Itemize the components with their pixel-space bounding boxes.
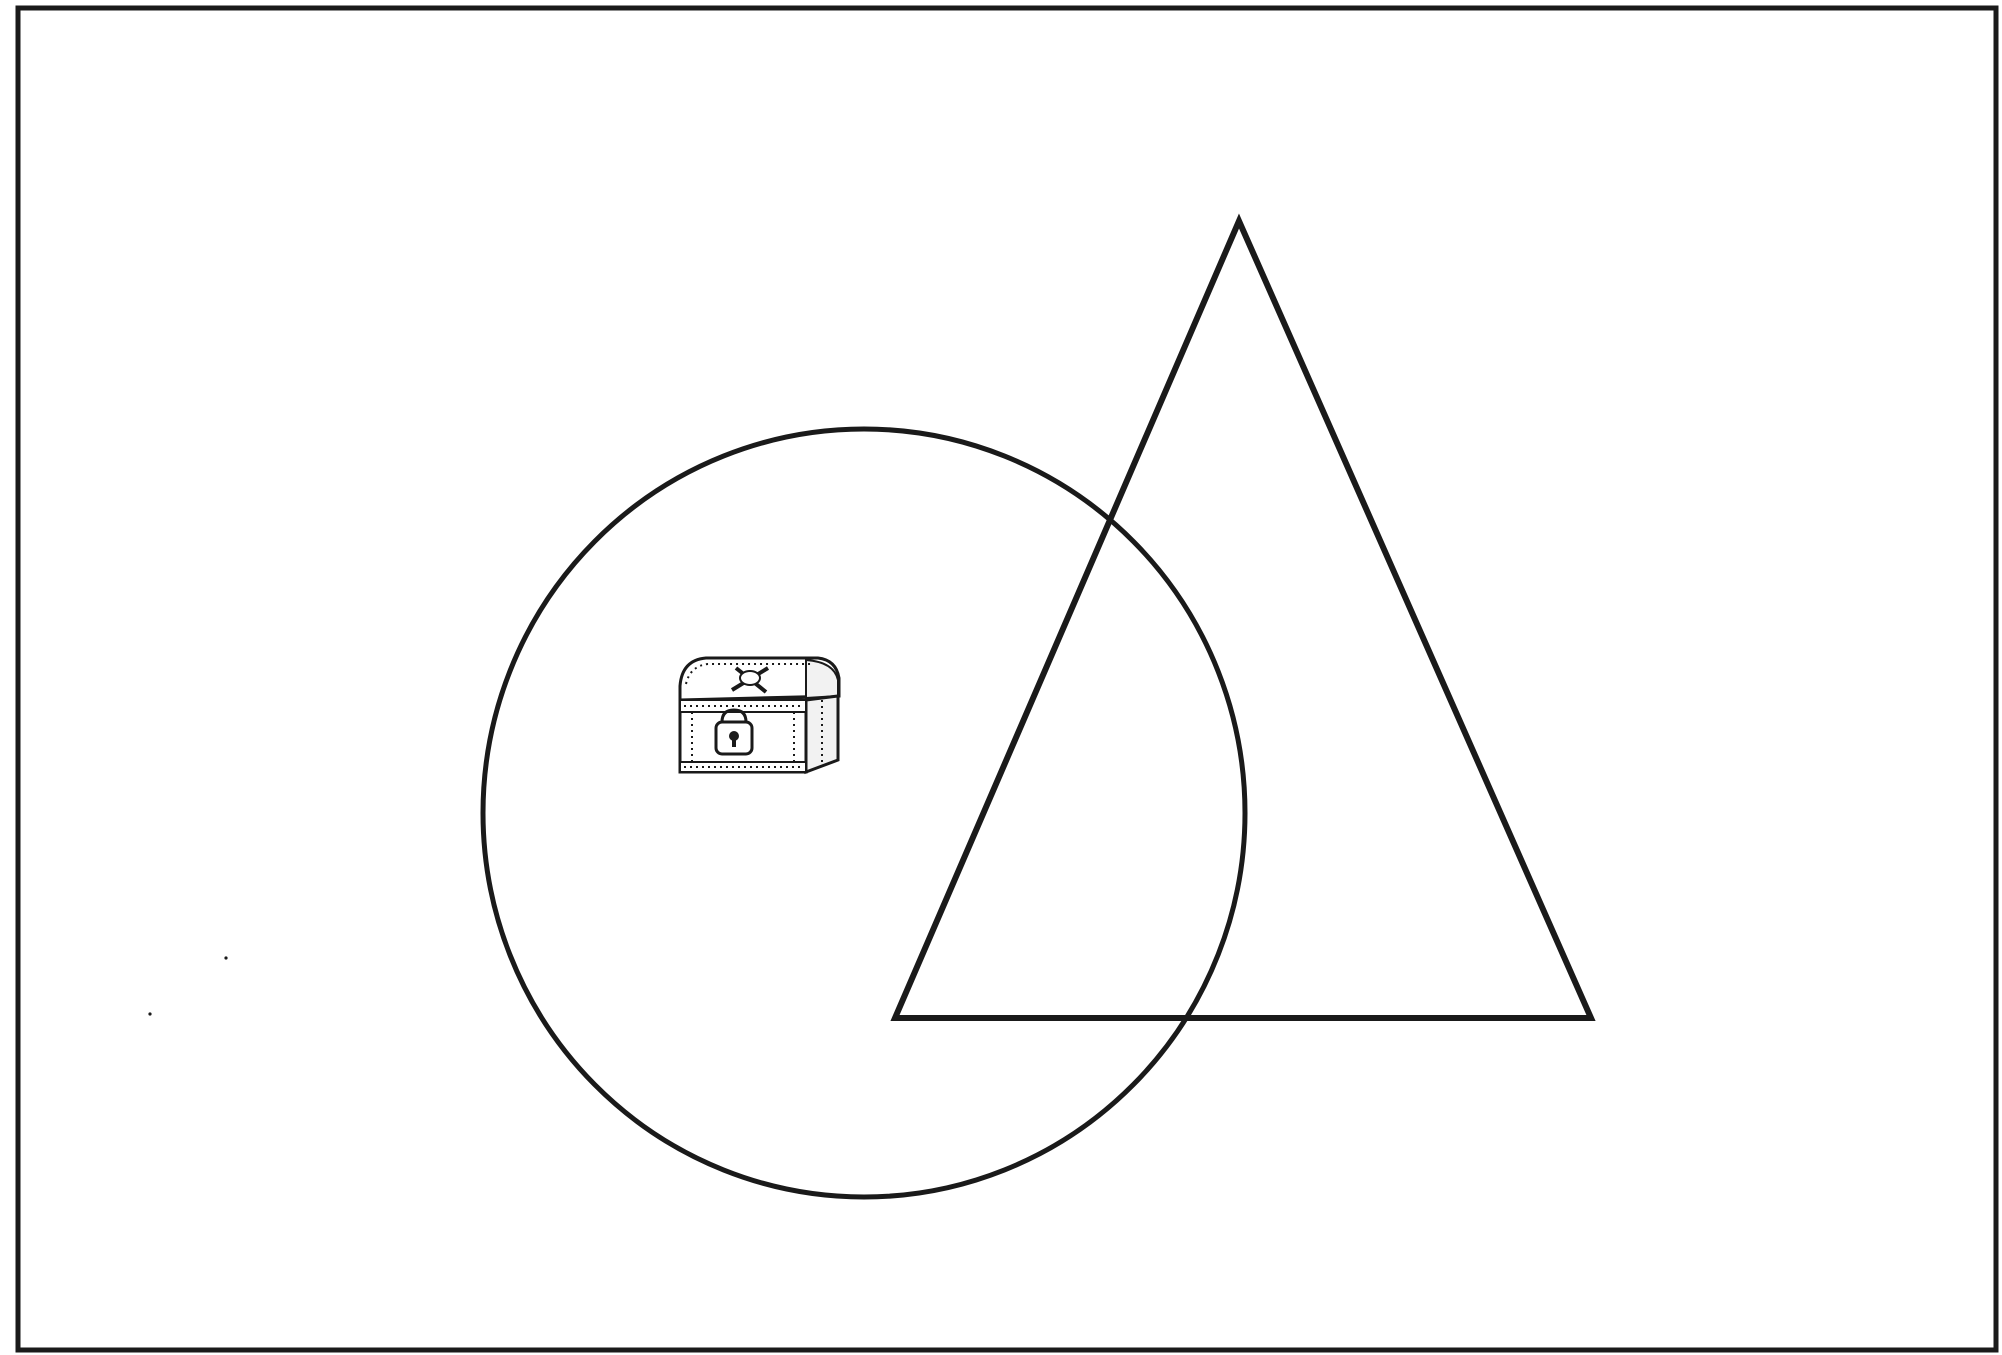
outer-frame xyxy=(18,8,1996,1350)
speck-mark xyxy=(148,1012,151,1015)
treasure-chest-icon xyxy=(680,658,839,772)
speck-mark xyxy=(224,956,227,959)
